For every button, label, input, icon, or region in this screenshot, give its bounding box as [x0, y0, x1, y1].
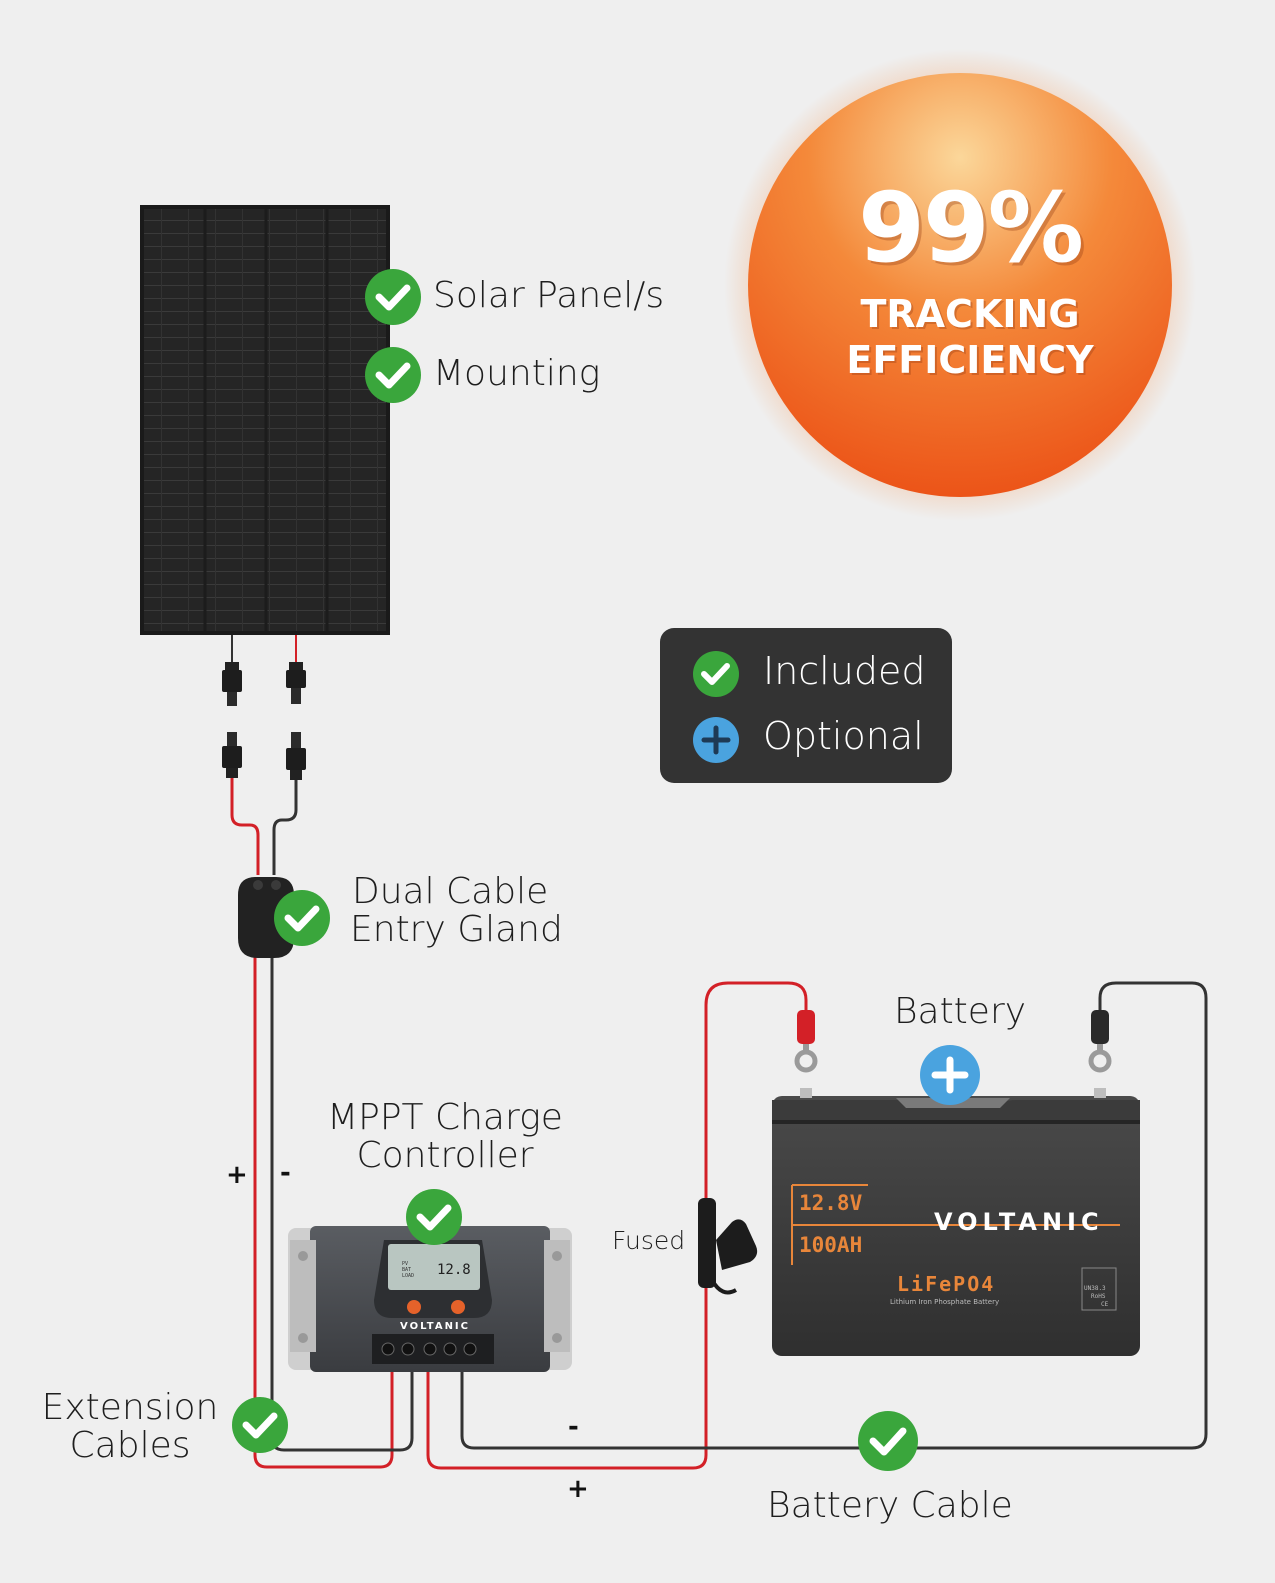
battery-chemistry: LiFePO4 — [897, 1272, 996, 1296]
mc4-connector-lower-left — [222, 732, 242, 778]
legend-box: Included Optional — [660, 628, 952, 783]
label-battery-cable: Battery Cable — [767, 1485, 1013, 1526]
legend-optional: Optional — [763, 714, 924, 758]
label-controller-line2: Controller — [356, 1135, 534, 1176]
extension-positive-wire — [253, 950, 394, 1469]
battery-mark-un383: UN38.3 — [1084, 1285, 1106, 1292]
badge-percent: 99% — [858, 172, 1084, 284]
label-gland-line1: Dual Cable — [352, 871, 549, 912]
label-battery: Battery — [893, 991, 1027, 1032]
plus-icon-battery — [920, 1045, 980, 1105]
check-icon-gland — [274, 890, 330, 946]
check-icon-battery-cable — [858, 1411, 918, 1471]
charge-controller — [288, 1226, 572, 1372]
negative-wire-to-gland — [272, 780, 298, 875]
battery-subtitle: Lithium Iron Phosphate Battery — [890, 1298, 1000, 1306]
battery-mark-ce: CE — [1101, 1301, 1109, 1308]
battery-negative-wire — [460, 981, 1208, 1450]
cable-entry-gland — [238, 877, 294, 958]
label-mounting: Mounting — [433, 353, 601, 394]
controller-screen-bat: BAT — [402, 1267, 412, 1273]
badge-line2: EFFICIENCY — [846, 338, 1094, 382]
label-solar-panels: Solar Panel/s — [433, 275, 665, 316]
ring-terminal-positive — [794, 1010, 818, 1073]
battery-brand: VOLTANIC — [934, 1208, 1104, 1236]
wiring — [230, 778, 1208, 1470]
sign-plus-left: + — [226, 1160, 248, 1190]
label-gland-line2: Entry Gland — [350, 909, 563, 950]
check-icon-solar-panels — [365, 269, 421, 325]
mc4-connector-upper-right — [286, 662, 306, 704]
mc4-connectors — [222, 662, 306, 780]
badge-line1: TRACKING — [860, 292, 1080, 336]
positive-wire-to-gland — [230, 778, 260, 875]
mc4-connector-upper-left — [222, 662, 242, 706]
solar-panel — [140, 205, 390, 635]
panel-leads — [231, 635, 297, 662]
label-controller-line1: MPPT Charge — [327, 1097, 563, 1138]
check-icon-extension-cables — [232, 1397, 288, 1453]
ring-terminal-negative — [1088, 1010, 1112, 1073]
sign-minus-bottom: - — [568, 1412, 579, 1442]
controller-screen-load: LOAD — [402, 1273, 415, 1279]
legend-check-icon — [693, 651, 739, 697]
label-extension-line1: Extension — [41, 1387, 219, 1428]
mc4-connector-lower-right — [286, 732, 306, 780]
efficiency-badge — [724, 49, 1196, 521]
battery-voltage: 12.8V — [799, 1191, 863, 1215]
controller-screen-pv: PV — [402, 1261, 409, 1267]
sign-minus-left: - — [280, 1158, 291, 1188]
check-icon-controller — [406, 1189, 462, 1245]
label-fused: Fused — [612, 1226, 686, 1255]
controller-display-value: 12.8 — [437, 1262, 471, 1278]
label-extension-line2: Cables — [69, 1425, 191, 1466]
sign-plus-bottom: + — [567, 1474, 589, 1504]
legend-included: Included — [763, 649, 926, 693]
battery-capacity: 100AH — [799, 1233, 863, 1257]
controller-brand: VOLTANIC — [400, 1321, 470, 1332]
battery-mark-rohs: RoHS — [1091, 1293, 1106, 1300]
fuse-holder — [698, 1198, 758, 1295]
check-icon-mounting — [365, 347, 421, 403]
legend-plus-icon — [693, 717, 739, 763]
